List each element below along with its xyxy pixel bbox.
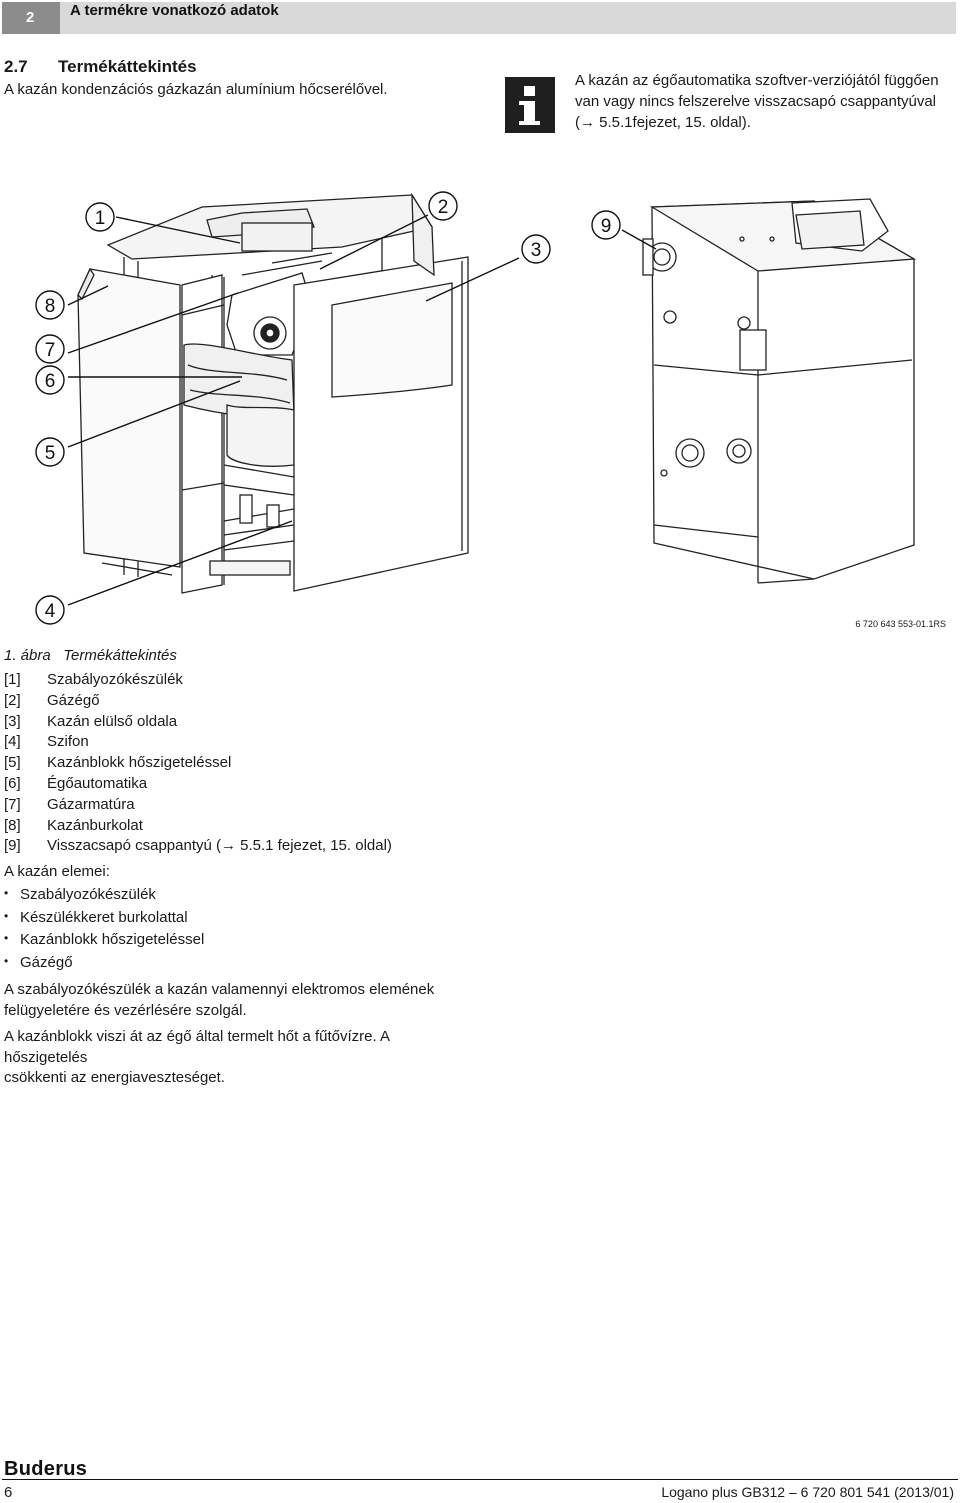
info-note: A kazán az égőautomatika szoftver-verzió…: [575, 70, 960, 133]
list-item: Szabályozókészülék: [4, 886, 204, 909]
legend-item: [4]Szifon: [4, 733, 89, 751]
callout-4: 4: [35, 595, 65, 625]
chapter-header: 2 A termékre vonatkozó adatok: [2, 2, 956, 34]
info-note-line: (→ 5.5.1fejezet, 15. oldal).: [575, 114, 751, 131]
legend-item: [3]Kazán elülső oldala: [4, 712, 178, 730]
legend-item: [1]Szabályozókészülék: [4, 671, 183, 688]
svg-text:5: 5: [45, 443, 56, 464]
legend-item: [6]Égőautomatika: [4, 774, 148, 792]
caption-label: 1. ábra: [4, 647, 51, 664]
siphon: [239, 494, 280, 528]
svg-text:3: 3: [531, 240, 542, 261]
callout-2: 2: [428, 191, 458, 221]
figure-caption: 1. ábra Termékáttekintés: [4, 647, 177, 664]
paragraph-controller: A szabályozókészülék a kazán valamennyi …: [4, 980, 464, 1021]
brand-logo: Buderus: [4, 1458, 88, 1480]
legend-item: [9]Visszacsapó csappantyú (→ 5.5.1 fejez…: [4, 837, 392, 855]
svg-text:4: 4: [45, 601, 56, 622]
paragraph-line: A kazánblokk viszi át az égő által terme…: [4, 1028, 390, 1066]
list-item: Gázégő: [4, 954, 204, 977]
page-number: 6: [4, 1484, 13, 1501]
chapter-number: 2: [2, 2, 60, 34]
legend-item: [8]Kazánburkolat: [4, 816, 143, 834]
callout-3: 3: [521, 234, 551, 264]
svg-text:9: 9: [601, 216, 612, 237]
paragraph-line: A szabályozókészülék a kazán valamennyi …: [4, 981, 435, 998]
callout-7: 7: [35, 334, 65, 364]
svg-text:2: 2: [438, 197, 449, 218]
gas-burner: [226, 252, 333, 356]
callout-9: 9: [591, 210, 621, 240]
caption-title: Termékáttekintés: [63, 647, 177, 664]
svg-text:6: 6: [45, 371, 56, 392]
legend-item: [2]Gázégő: [4, 691, 100, 709]
section-intro: A kazán kondenzációs gázkazán alumínium …: [4, 81, 388, 98]
elements-list: Szabályozókészülék Készülékkeret burkola…: [4, 886, 204, 976]
boiler-block-insulation: [183, 343, 295, 467]
callouts: 1 2 3 4 5 6 7 8 9: [35, 191, 621, 625]
paragraph-line: csökkenti az energiaveszteséget.: [4, 1069, 225, 1086]
boiler-rear-view: [642, 198, 917, 584]
paragraph-line: felügyeletére és vezérlésére szolgál.: [4, 1001, 247, 1019]
callout-1: 1: [85, 202, 115, 232]
chapter-title: A termékre vonatkozó adatok: [70, 2, 279, 19]
svg-text:1: 1: [95, 208, 106, 229]
callout-8: 8: [35, 290, 65, 320]
callout-5: 5: [35, 437, 65, 467]
info-icon: [505, 77, 555, 133]
svg-text:8: 8: [45, 296, 56, 317]
elements-intro: A kazán elemei:: [4, 863, 110, 880]
section-number: 2.7: [4, 57, 28, 76]
figure-code: 6 720 643 553-01.1RS: [855, 619, 946, 629]
leader-lines: [67, 214, 657, 606]
svg-text:7: 7: [45, 340, 56, 361]
front-door-panel: [293, 256, 469, 592]
paragraph-block: A kazánblokk viszi át az égő által terme…: [4, 1027, 474, 1089]
list-item: Készülékkeret burkolattal: [4, 909, 204, 932]
list-item: Kazánblokk hőszigeteléssel: [4, 931, 204, 954]
section-title: Termékáttekintés: [58, 57, 197, 76]
footer-divider: [2, 1479, 958, 1480]
info-note-line: van vagy nincs felszerelve visszacsapó c…: [575, 93, 937, 110]
controller-unit: [206, 208, 315, 252]
legend-item: [5]Kazánblokk hőszigeteléssel: [4, 754, 232, 772]
document-reference: Logano plus GB312 – 6 720 801 541 (2013/…: [661, 1484, 954, 1500]
check-valve: [642, 238, 677, 276]
boiler-open-view: [77, 192, 469, 594]
figure-legend: [1]Szabályozókészülék [2]Gázégő [3]Kazán…: [4, 671, 604, 858]
legend-item: [7]Gázarmatúra: [4, 795, 135, 813]
boiler-diagram: 1 2 3 4 5 6 7 8 9: [35, 191, 917, 625]
info-note-line: A kazán az égőautomatika szoftver-verzió…: [575, 72, 939, 89]
callout-6: 6: [35, 365, 65, 395]
